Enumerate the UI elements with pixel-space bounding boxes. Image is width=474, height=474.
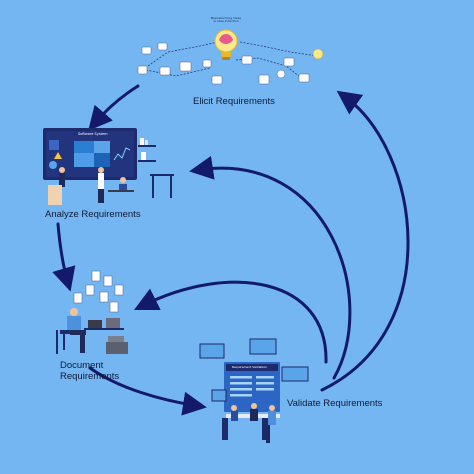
floating-panels xyxy=(199,338,309,402)
screen-line-chart xyxy=(113,147,131,161)
elicit-small-icons xyxy=(137,42,324,85)
document-label-line1: Document xyxy=(60,360,104,371)
arrow-validate-to-analyze xyxy=(189,155,352,380)
analyze-screen-title: Software System xyxy=(78,132,108,136)
analyze-people xyxy=(48,167,134,205)
arrow-analyze-to-document xyxy=(52,222,76,292)
elicit-cluster xyxy=(137,29,324,85)
caption-line-2: or idea induction xyxy=(213,19,239,24)
floating-documents xyxy=(73,270,124,313)
validation-checklist xyxy=(230,376,274,397)
validate-screen-title: Requirement Validation xyxy=(232,364,268,369)
panel-card xyxy=(199,343,225,359)
lightbulb-brain-icon xyxy=(214,29,238,60)
questionnaires-icon xyxy=(157,42,168,51)
document-icon xyxy=(91,270,101,282)
document-requirements-label: Document Requirements xyxy=(60,360,119,382)
document-label-line2: Requirements xyxy=(60,371,120,382)
analyze-cluster xyxy=(43,128,174,205)
panel-card xyxy=(211,389,227,402)
warning-icon xyxy=(54,152,62,159)
caption-line-1: Brainstorming ideas xyxy=(210,16,242,20)
document-icon xyxy=(73,292,83,304)
use-case-icon xyxy=(179,61,192,72)
observations-icon xyxy=(202,59,212,68)
workshop-icon xyxy=(241,55,253,65)
validate-table-people xyxy=(222,403,280,443)
arrow-validate-to-elicit xyxy=(320,90,410,392)
reading-icon xyxy=(211,75,223,85)
validate-board xyxy=(224,362,280,412)
introspection-icon xyxy=(141,46,152,55)
analyze-requirements-label: Analyze Requirements xyxy=(45,209,141,220)
brainstorming-icon xyxy=(258,74,270,85)
analyze-desk xyxy=(150,174,174,198)
document-desk xyxy=(56,318,128,354)
puzzle-icon xyxy=(74,141,110,167)
panel-card xyxy=(281,366,309,382)
flow-arrows xyxy=(52,84,410,416)
validate-cluster xyxy=(199,338,309,443)
arrow-validate-to-document xyxy=(133,280,328,364)
interview-icon xyxy=(159,66,171,76)
document-cluster xyxy=(56,270,128,354)
elicit-dashed-connector xyxy=(145,41,319,81)
arrow-elicit-to-analyze xyxy=(88,84,140,131)
elicit-requirements-label: Elicit Requirements xyxy=(193,96,275,107)
document-icon xyxy=(114,284,124,296)
modelling-icon xyxy=(298,73,310,83)
validate-requirements-label: Validate Requirements xyxy=(287,398,383,409)
document-person xyxy=(60,308,86,353)
document-icon xyxy=(109,301,119,313)
prototyping-icon xyxy=(137,65,148,75)
search-icon xyxy=(276,69,286,79)
panel-card xyxy=(249,338,277,355)
idea-gear-icon xyxy=(312,48,324,60)
document-icon xyxy=(99,291,109,303)
elicit-top-caption: Brainstorming ideas or idea induction xyxy=(208,16,244,24)
pie-icon xyxy=(49,161,57,169)
jad-icon xyxy=(283,57,295,67)
analyze-shelves xyxy=(138,138,156,162)
document-icon xyxy=(85,284,95,296)
arrow-document-to-validate xyxy=(88,366,207,416)
document-icon xyxy=(103,275,113,287)
